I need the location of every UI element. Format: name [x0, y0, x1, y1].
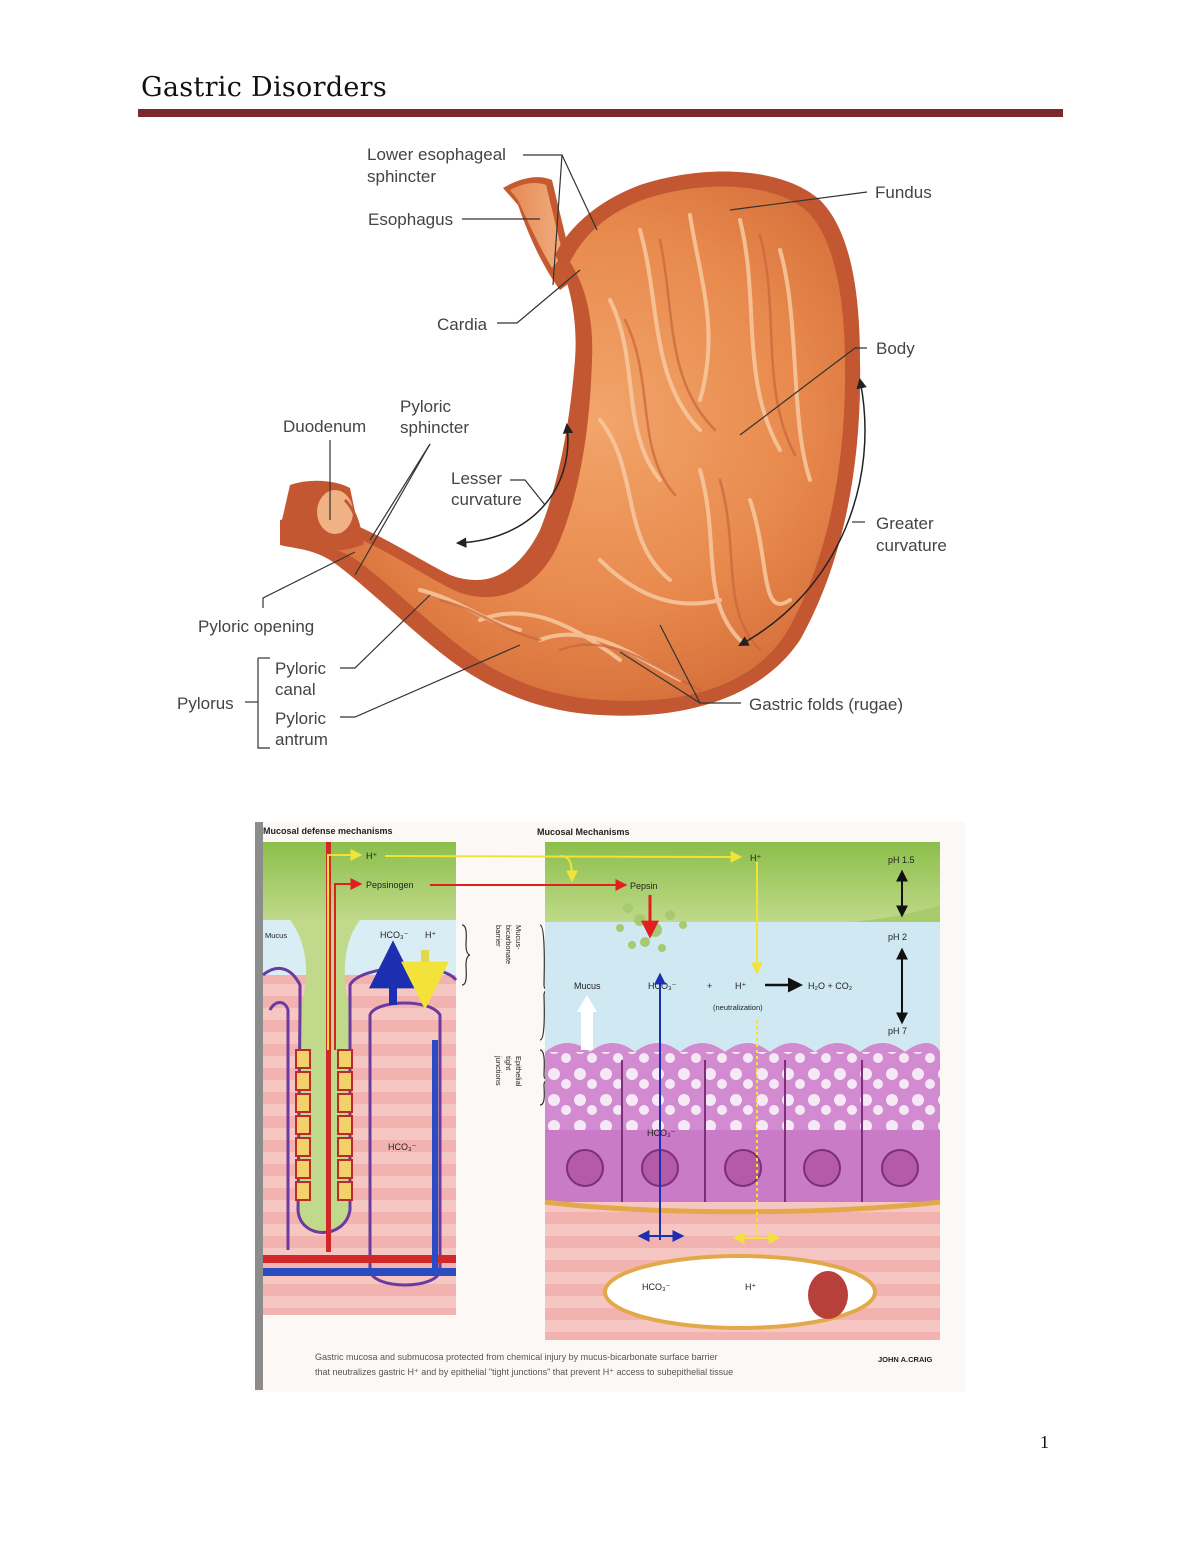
right-panel: [544, 842, 941, 1340]
label-esophagus: Esophagus: [368, 210, 453, 229]
label-greater-line1: Greater: [876, 514, 934, 533]
left-pepsinogen-label: Pepsinogen: [366, 880, 414, 890]
capillary-hco3-label: HCO₃⁻: [642, 1282, 671, 1292]
label-gastric-folds: Gastric folds (rugae): [749, 695, 903, 714]
label-lesser-line1: Lesser: [451, 469, 502, 488]
figure-caption-line1: Gastric mucosa and submucosa protected f…: [315, 1352, 718, 1362]
right-h-label: H⁺: [750, 853, 761, 863]
label-pyloric-canal-line1: Pyloric: [275, 659, 327, 678]
label-pyloric-antrum-line2: antrum: [275, 730, 328, 749]
left-h-small-label: H⁺: [425, 930, 436, 940]
label-pylorus: Pylorus: [177, 694, 234, 713]
right-mucus-label: Mucus: [574, 981, 601, 991]
right-h-small-label: H⁺: [735, 981, 746, 991]
svg-text:tight: tight: [504, 1056, 513, 1071]
left-hco3-label: HCO₃⁻: [380, 930, 409, 940]
label-pyloric-antrum-line1: Pyloric: [275, 709, 327, 728]
scan-left-edge: [255, 822, 263, 1390]
product-label: H₂O + CO₂: [808, 981, 853, 991]
right-hco3-label: HCO₃⁻: [648, 981, 677, 991]
page-number: 1: [1040, 1432, 1049, 1452]
figure-caption-line2: that neutralizes gastric H⁺ and by epith…: [315, 1367, 733, 1377]
label-pyloric-canal-line2: canal: [275, 680, 316, 699]
label-greater-line2: curvature: [876, 536, 947, 555]
greater-curvature-arrow: [738, 377, 867, 647]
barrier-label: Mucus- bicarbonate barrier: [494, 925, 523, 964]
label-pyloric-sphincter-line2: sphincter: [400, 418, 469, 437]
duodenum-shape: [282, 480, 364, 551]
label-lesser-line2: curvature: [451, 490, 522, 509]
svg-text:Epithelial: Epithelial: [514, 1056, 523, 1087]
stomach-anatomy-figure: Lower esophageal sphincter Esophagus Fun…: [177, 145, 947, 749]
capillary-h-label: H⁺: [745, 1282, 756, 1292]
left-h-label: H⁺: [366, 851, 377, 861]
mucus-white-arrowhead: [577, 995, 597, 1012]
svg-text:junctions: junctions: [494, 1055, 503, 1086]
label-cardia: Cardia: [437, 315, 488, 334]
ph-15-label: pH 1.5: [888, 855, 915, 865]
mucosal-defense-figure: Mucosal defense mechanisms H⁺ Pepsinogen…: [255, 822, 965, 1392]
ph-2-label: pH 2: [888, 932, 907, 942]
label-fundus: Fundus: [875, 183, 932, 202]
cell-hco3-label: HCO₃⁻: [647, 1128, 676, 1138]
lesser-curvature-arrow: [455, 422, 574, 548]
svg-text:Mucus-: Mucus-: [514, 925, 523, 950]
left-hco3-tissue-label: HCO₃⁻: [388, 1142, 417, 1152]
left-panel-title: Mucosal defense mechanisms: [263, 826, 393, 836]
left-mucus-label: Mucus: [265, 931, 287, 940]
right-pepsin-label: Pepsin: [630, 881, 658, 891]
ph-7-label: pH 7: [888, 1026, 907, 1036]
svg-text:bicarbonate: bicarbonate: [504, 925, 513, 964]
label-les-line1: Lower esophageal: [367, 145, 506, 164]
title-rule: [138, 109, 1063, 117]
h-transfer-branch: [559, 855, 578, 883]
label-duodenum: Duodenum: [283, 417, 366, 436]
tight-junction-label: Epithelial tight junctions: [494, 1055, 523, 1087]
label-les-line2: sphincter: [367, 167, 436, 186]
left-h-arrow: [327, 849, 363, 1050]
label-pyloric-sphincter-line1: Pyloric: [400, 397, 452, 416]
right-panel-title: Mucosal Mechanisms: [537, 827, 630, 837]
left-pepsinogen-arrow: [334, 878, 363, 1050]
plus-sign: +: [707, 981, 712, 991]
label-body: Body: [876, 339, 915, 358]
artist-signature: JOHN A.CRAIG: [878, 1355, 932, 1364]
svg-text:barrier: barrier: [494, 925, 503, 947]
label-pyloric-opening: Pyloric opening: [198, 617, 314, 636]
neutralization-label: (neutralization): [713, 1003, 763, 1012]
left-panel: [262, 842, 458, 1315]
page-title: Gastric Disorders: [141, 72, 388, 103]
leader-lines: [245, 154, 868, 749]
